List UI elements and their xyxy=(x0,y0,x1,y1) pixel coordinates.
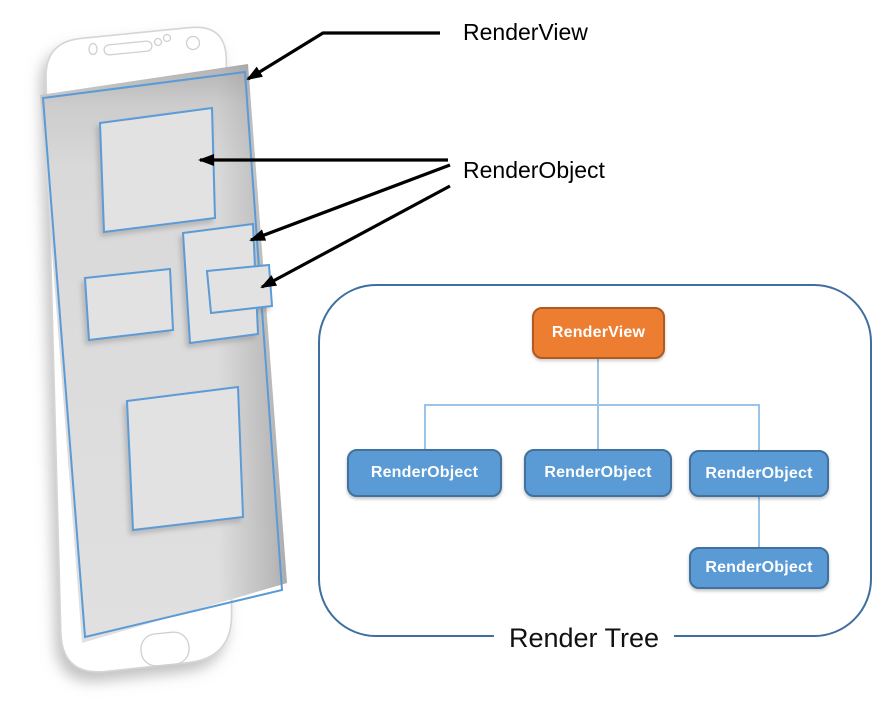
tree-node-renderobject-2: RenderObject xyxy=(524,449,672,497)
renderview-callout-label: RenderView xyxy=(463,19,588,45)
sensor-dot-icon xyxy=(162,33,172,43)
tree-connector-child-1 xyxy=(424,404,426,450)
tree-connector-child-3 xyxy=(758,404,760,451)
callout-arrow-renderview xyxy=(246,31,440,81)
proximity-sensor-icon xyxy=(88,42,98,56)
renderobject-rect-5 xyxy=(125,385,245,532)
callout-arrow-renderobject-3 xyxy=(260,184,451,289)
home-button xyxy=(140,631,190,667)
renderobject-rect-1 xyxy=(98,106,217,234)
renderview-outline xyxy=(41,70,284,639)
callout-arrow-renderobject-2 xyxy=(249,163,451,242)
tree-connector-horizontal xyxy=(424,404,760,406)
renderobject-callout-label: RenderObject xyxy=(463,157,605,183)
front-camera-icon xyxy=(185,35,201,51)
tree-node-renderobject-3: RenderObject xyxy=(689,450,829,497)
tree-node-renderview: RenderView xyxy=(532,307,665,359)
render-tree-container: RenderView RenderObject RenderObject Ren… xyxy=(318,284,872,654)
tree-connector-grandchild xyxy=(758,497,760,548)
sensor-dot-icon xyxy=(153,37,163,47)
render-tree-title: Render Tree xyxy=(493,623,675,654)
renderobject-rect-4 xyxy=(83,267,175,342)
tree-node-renderobject-1: RenderObject xyxy=(347,449,502,497)
earpiece-speaker xyxy=(103,40,153,56)
tree-node-renderobject-4: RenderObject xyxy=(689,547,829,589)
renderobject-rect-3 xyxy=(205,263,274,315)
